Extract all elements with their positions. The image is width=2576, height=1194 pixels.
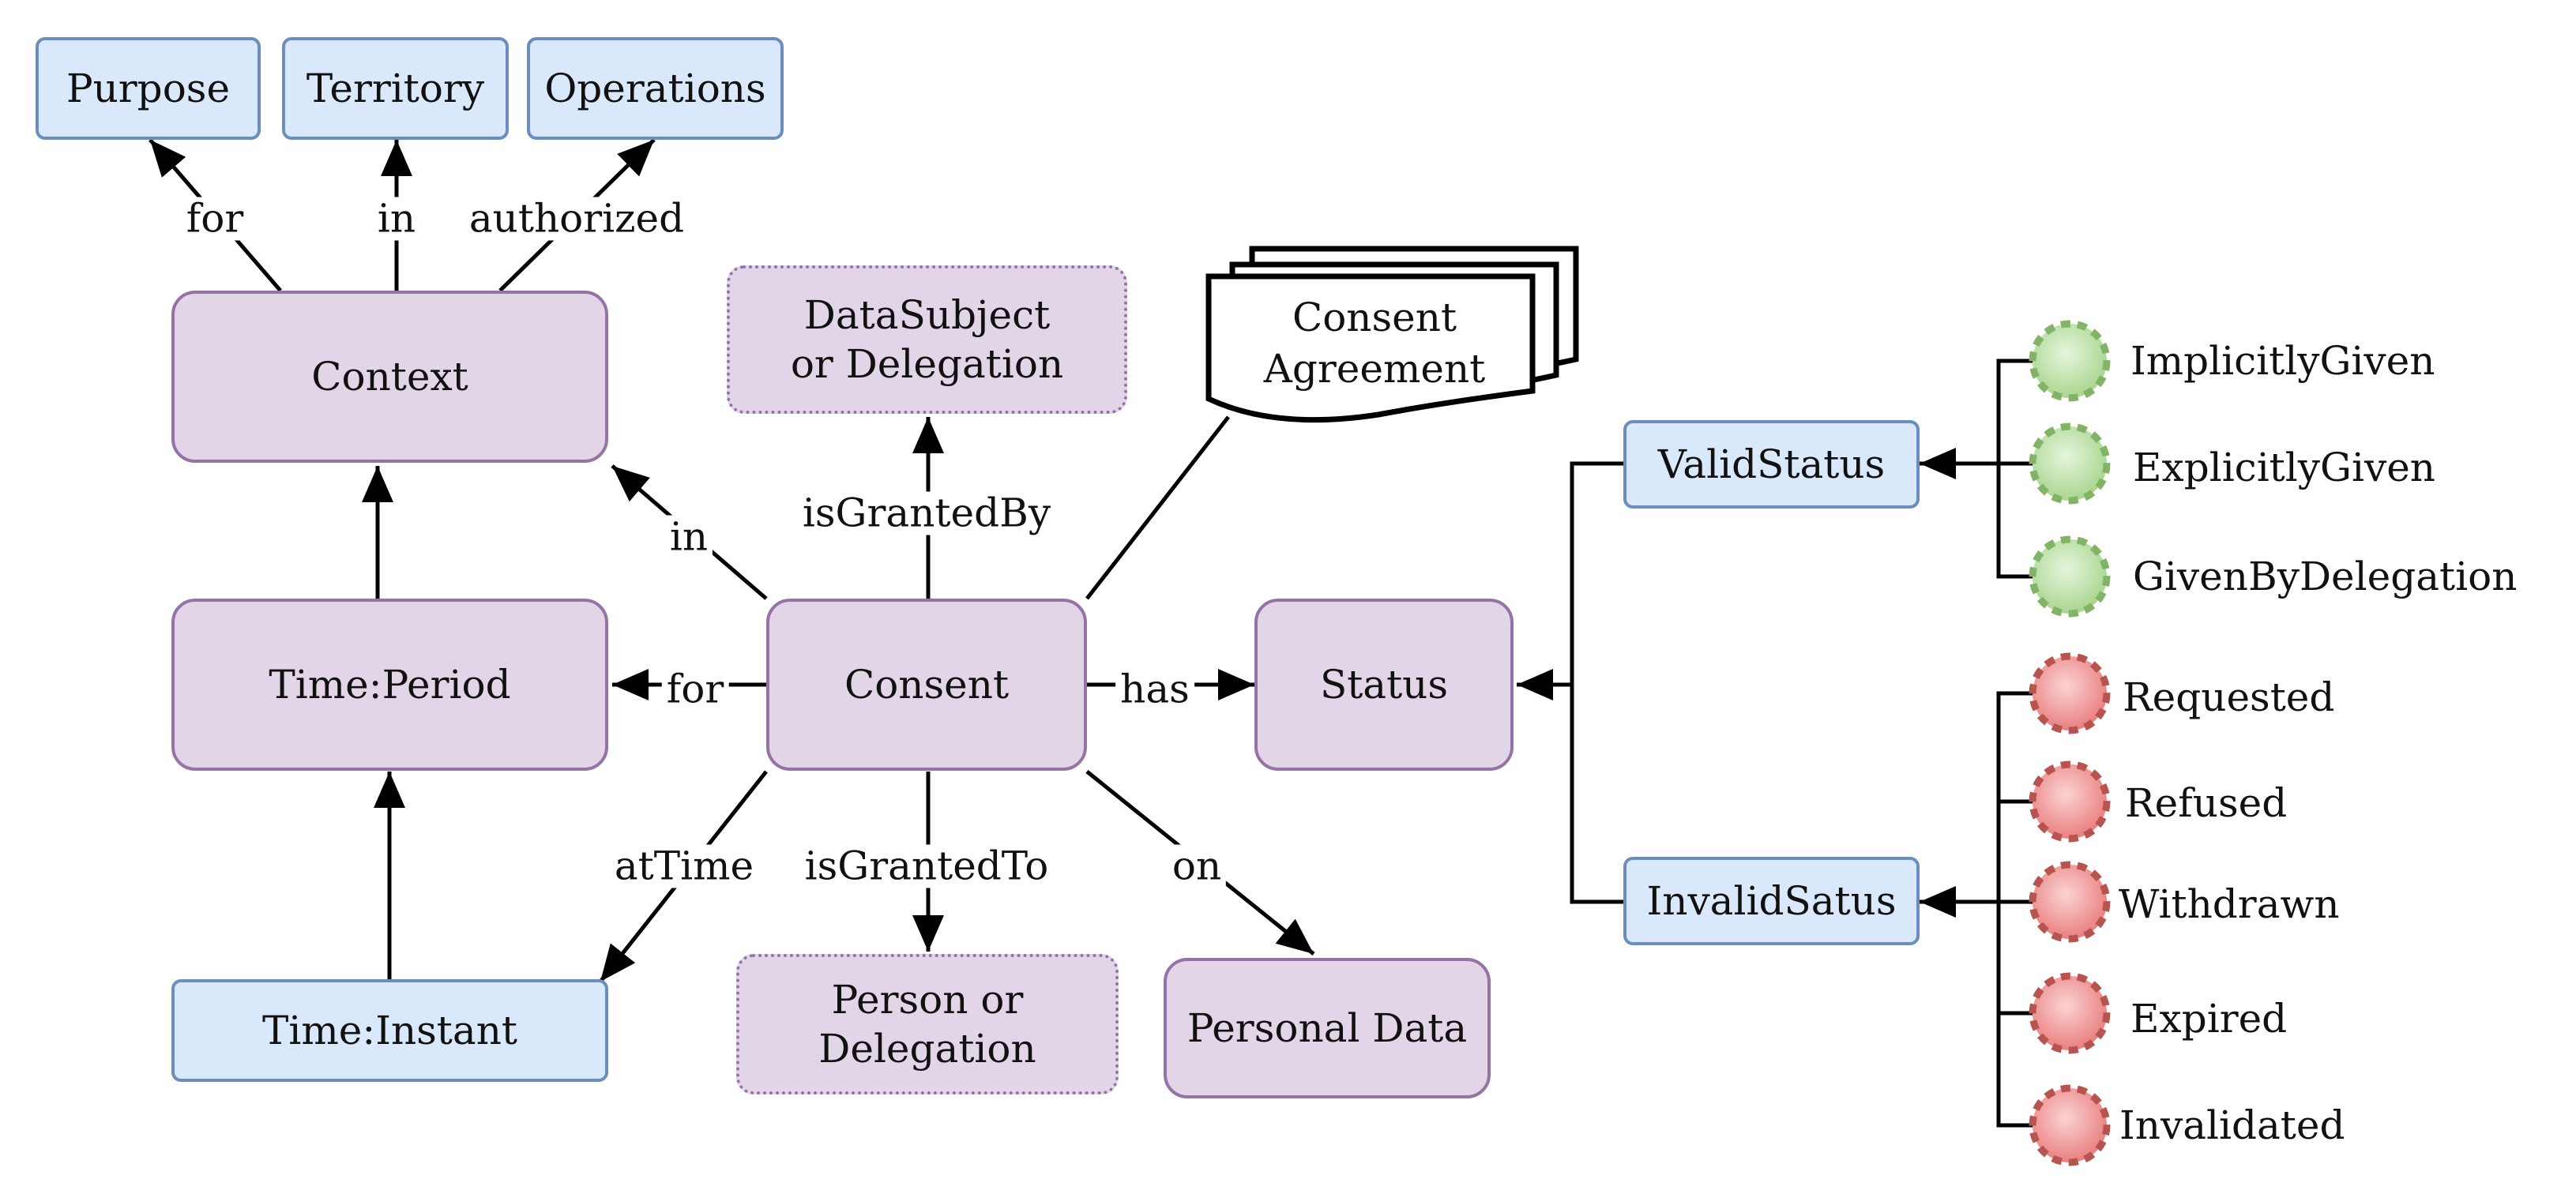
node-status: Status [1254, 599, 1514, 771]
node-time-period: Time:Period [171, 599, 608, 771]
edge-label-authorized: authorized [464, 197, 690, 241]
state-label-given-by-delegation: GivenByDelegation [2133, 554, 2518, 599]
state-label-requested: Requested [2123, 674, 2335, 720]
node-personal-data: Personal Data [1164, 958, 1491, 1098]
state-label-expired: Expired [2130, 996, 2288, 1042]
node-context: Context [171, 291, 608, 463]
consent-agreement-document-icon [1205, 246, 1579, 423]
state-circle-implicitly-given [2029, 320, 2111, 402]
state-circle-expired [2029, 972, 2111, 1054]
edge-label-has: has [1115, 667, 1194, 712]
state-label-withdrawn: Withdrawn [2119, 881, 2340, 927]
edge-label-for-purpose: for [181, 197, 249, 241]
state-label-refused: Refused [2125, 780, 2288, 826]
edge-label-in-territory: in [372, 197, 421, 241]
edge-consent-agreement [1085, 415, 1230, 600]
state-label-implicitly-given: ImplicitlyGiven [2130, 338, 2435, 384]
node-valid-status: ValidStatus [1623, 420, 1920, 509]
state-circle-refused [2029, 760, 2111, 843]
state-circle-invalidated [2029, 1084, 2111, 1166]
node-time-instant: Time:Instant [171, 979, 608, 1082]
edge-label-on: on [1167, 844, 1227, 888]
edge-label-is-granted-to: isGrantedTo [799, 844, 1054, 888]
consent-agreement-label: Consent Agreement [1263, 295, 1486, 392]
edge-label-at-time: atTime [609, 844, 759, 888]
state-circle-given-by-delegation [2029, 535, 2111, 618]
state-circle-explicitly-given [2029, 422, 2111, 505]
state-circle-requested [2029, 652, 2111, 734]
node-purpose: Purpose [36, 37, 261, 140]
edge-label-for-period: for [661, 667, 729, 712]
node-consent: Consent [766, 599, 1087, 771]
node-data-subject: DataSubject or Delegation [727, 265, 1127, 414]
state-label-explicitly-given: ExplicitlyGiven [2133, 445, 2435, 490]
node-person-or-delegation: Person or Delegation [736, 954, 1119, 1094]
edge-label-is-granted-by: isGrantedBy [797, 491, 1056, 535]
state-label-invalidated: Invalidated [2119, 1102, 2345, 1148]
node-invalid-status: InvalidSatus [1623, 857, 1920, 945]
state-circle-withdrawn [2029, 861, 2111, 943]
edge-label-in-context: in [664, 515, 713, 559]
node-operations: Operations [527, 37, 784, 140]
node-territory: Territory [282, 37, 509, 140]
